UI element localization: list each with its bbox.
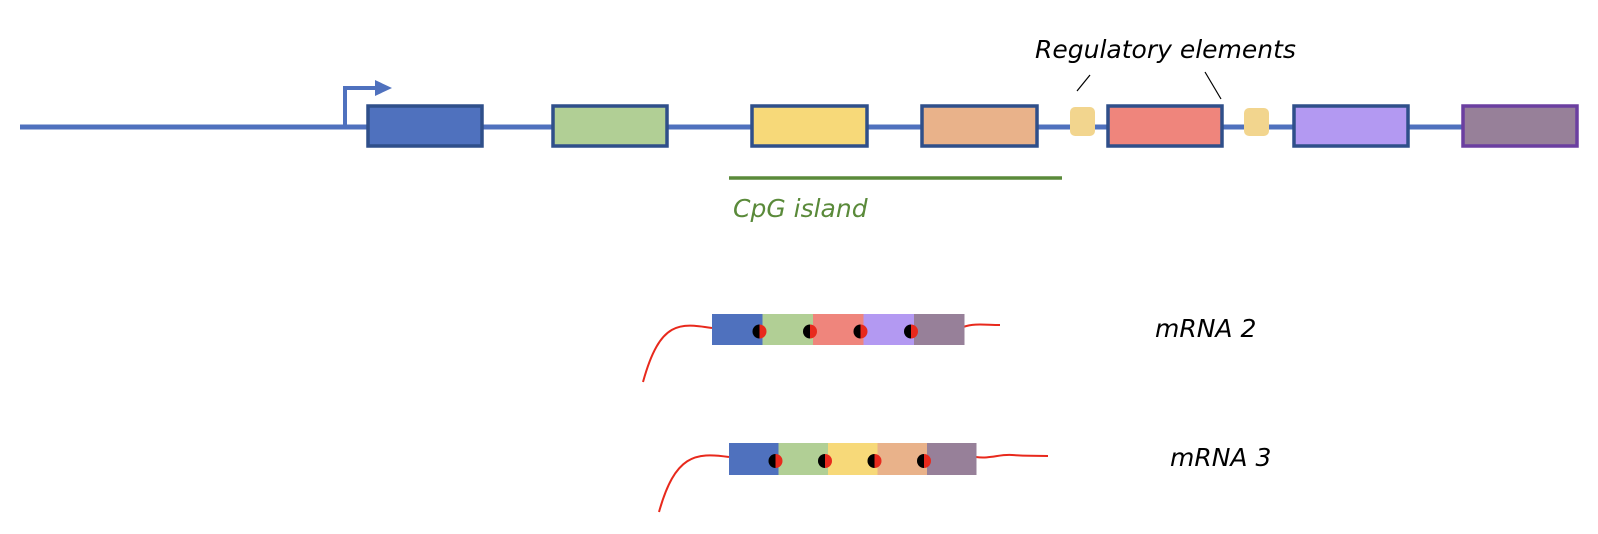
splice-junction-marker-icon bbox=[818, 454, 832, 468]
splice-junction-marker-icon bbox=[867, 454, 882, 468]
mrna-2-label: mRNA 2 bbox=[1155, 314, 1256, 343]
cpg-island-label: CpG island bbox=[733, 194, 868, 223]
mrna-3-segment-exon-7 bbox=[927, 443, 977, 475]
splice-junction-marker-icon bbox=[904, 324, 919, 339]
splice-junction-marker-icon bbox=[917, 454, 931, 468]
mrna-2-segment-exon-7 bbox=[914, 314, 965, 345]
splice-junction-marker-icon bbox=[752, 324, 767, 339]
splice-junction-marker-icon bbox=[768, 454, 783, 468]
gene-exon-5 bbox=[1106, 104, 1224, 148]
splice-junction-marker-icon bbox=[853, 324, 868, 339]
gene-exon-3 bbox=[750, 104, 869, 148]
gene-exon-6 bbox=[1292, 104, 1410, 148]
gene-exon-2 bbox=[551, 104, 669, 148]
mrna-3 bbox=[658, 443, 1049, 513]
gene-exon-7 bbox=[1461, 104, 1579, 148]
regulatory-element-2 bbox=[1244, 108, 1269, 136]
gene-exon-4 bbox=[920, 104, 1039, 148]
regulatory-pointer-1 bbox=[1076, 74, 1091, 92]
mrna-2 bbox=[642, 314, 1001, 383]
regulatory-elements-label: Regulatory elements bbox=[1035, 35, 1296, 64]
mrna-3-label: mRNA 3 bbox=[1170, 443, 1271, 472]
regulatory-element-1 bbox=[1070, 107, 1095, 136]
tss-arrow-icon bbox=[343, 80, 392, 125]
mrna-3-5prime-tail bbox=[658, 454, 730, 513]
mrna-3-3prime-tail bbox=[975, 453, 1049, 459]
gene-exon-1 bbox=[366, 104, 484, 148]
mrna-2-5prime-tail bbox=[642, 324, 713, 383]
splice-junction-marker-icon bbox=[803, 324, 818, 339]
mrna-2-3prime-tail bbox=[962, 323, 1001, 328]
regulatory-pointer-2 bbox=[1204, 71, 1222, 100]
